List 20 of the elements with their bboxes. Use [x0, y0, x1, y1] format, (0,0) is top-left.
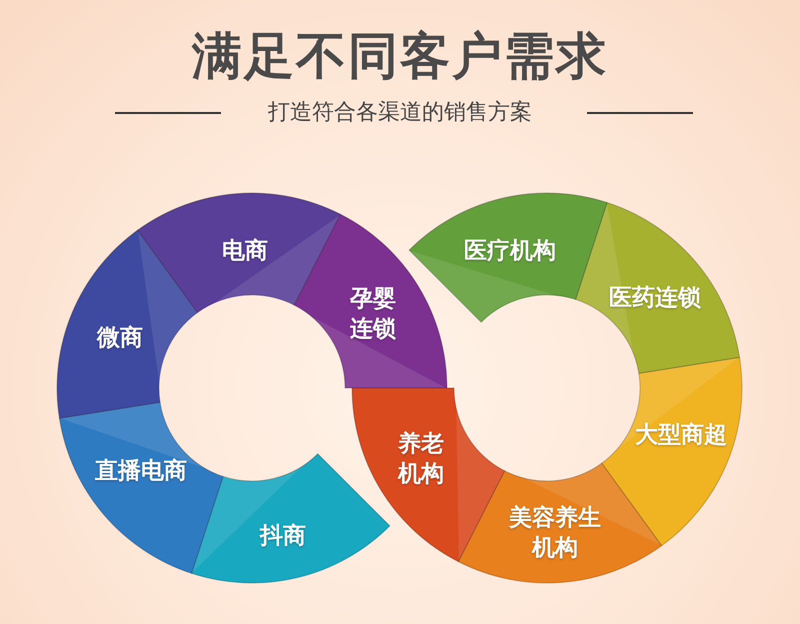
ring-segment — [56, 229, 199, 420]
ring-segment — [457, 462, 663, 584]
ring-segment — [293, 213, 448, 389]
segment-label: 电商 — [222, 236, 268, 265]
ring-segment — [408, 192, 609, 324]
segment-label: 微商 — [97, 323, 143, 352]
ring-segment — [136, 192, 342, 314]
segment-label: 美容养生机构 — [508, 503, 602, 562]
segment-label: 养老机构 — [396, 429, 445, 488]
ring-segment — [58, 401, 225, 575]
segment-label: 孕婴连锁 — [348, 284, 397, 343]
segment-label: 抖商 — [260, 521, 306, 550]
ring-segment — [190, 452, 391, 584]
segment-label: 大型商超 — [635, 420, 727, 449]
subtitle: 打造符合各渠道的销售方案 — [268, 98, 532, 126]
segment-label: 直播电商 — [95, 456, 187, 485]
ring-segment — [574, 201, 741, 375]
segment-label: 医疗机构 — [464, 236, 556, 265]
title: 满足不同客户需求 — [192, 27, 608, 86]
segment-label: 医药连锁 — [609, 283, 701, 312]
